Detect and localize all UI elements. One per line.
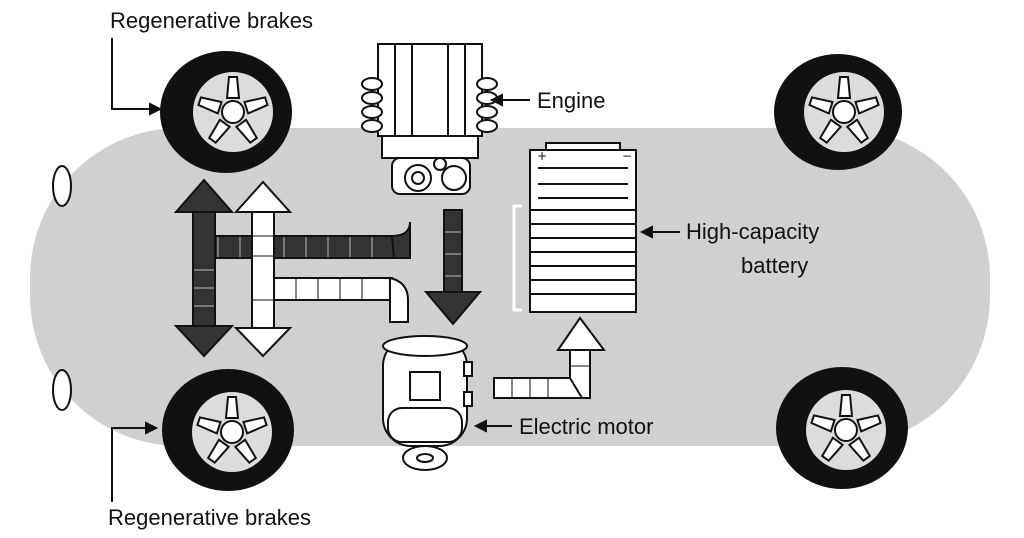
engine-label: Engine xyxy=(537,88,606,113)
brake-leader-bottom xyxy=(111,421,159,502)
battery-pack: + − xyxy=(529,142,637,313)
svg-text:−: − xyxy=(622,149,632,163)
svg-text:+: + xyxy=(537,149,547,163)
battery-bracket xyxy=(512,204,522,312)
engine-power-path xyxy=(173,178,411,358)
motor-leader xyxy=(473,419,512,433)
motor-to-battery-arrow xyxy=(493,316,606,399)
wheel-rear-bottom xyxy=(776,367,908,489)
motor-power-path xyxy=(233,180,409,358)
headlight-bottom xyxy=(52,369,72,411)
regen-brakes-label-top: Regenerative brakes xyxy=(110,8,314,33)
engine-to-motor-arrow xyxy=(423,209,483,326)
headlight-top xyxy=(52,165,72,207)
regen-brakes-label-bottom: Regenerative brakes xyxy=(108,505,312,530)
wheel-front-top xyxy=(160,51,292,173)
battery-label-line2: battery xyxy=(741,253,809,278)
wheel-front-bottom xyxy=(162,369,294,491)
engine-leader xyxy=(489,93,530,107)
electric-motor xyxy=(382,335,473,471)
brake-leader-top xyxy=(111,38,163,116)
engine-block xyxy=(361,43,498,195)
wheel-rear-top xyxy=(774,54,902,170)
electric-motor-label: Electric motor xyxy=(519,414,654,439)
battery-label-line1: High-capacity xyxy=(686,219,820,244)
battery-leader xyxy=(639,225,680,239)
